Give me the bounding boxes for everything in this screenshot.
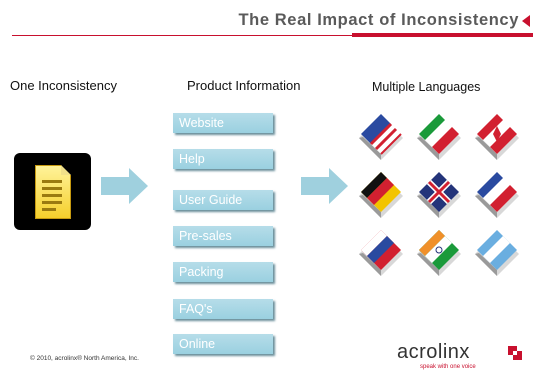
heading-multiple-languages: Multiple Languages [372,80,481,94]
title-marker-icon [522,15,530,27]
item-website: Website [173,113,273,133]
arrow-right-icon [101,168,148,204]
acrolinx-logo: acrolinx [397,341,470,363]
heading-product-information: Product Information [187,78,301,93]
france-flag-book-icon [475,172,519,218]
india-flag-book-icon [417,230,461,276]
heading-one-inconsistency: One Inconsistency [10,78,117,93]
uk-flag-book-icon [417,172,461,218]
russia-flag-book-icon [359,230,403,276]
item-user-guide: User Guide [173,190,273,210]
italy-flag-book-icon [417,114,461,160]
item-pre-sales: Pre-sales [173,226,273,246]
germany-flag-book-icon [359,172,403,218]
argentina-flag-book-icon [475,230,519,276]
item-online: Online [173,334,273,354]
copyright-footer: © 2010, acrolinx® North America, Inc. [30,355,139,362]
title-divider-accent [352,33,533,37]
us-flag-book-icon [359,114,403,160]
canada-flag-book-icon [475,114,519,160]
slide-title: The Real Impact of Inconsistency [238,11,519,29]
document-icon [14,153,91,230]
item-faqs: FAQ's [173,299,273,319]
item-help: Help [173,149,273,169]
item-packing: Packing [173,262,273,282]
title-divider [12,35,352,36]
acrolinx-logo-icon [508,346,522,360]
arrow-right-icon [301,168,348,204]
logo-tagline: speak with one voice [420,364,476,370]
